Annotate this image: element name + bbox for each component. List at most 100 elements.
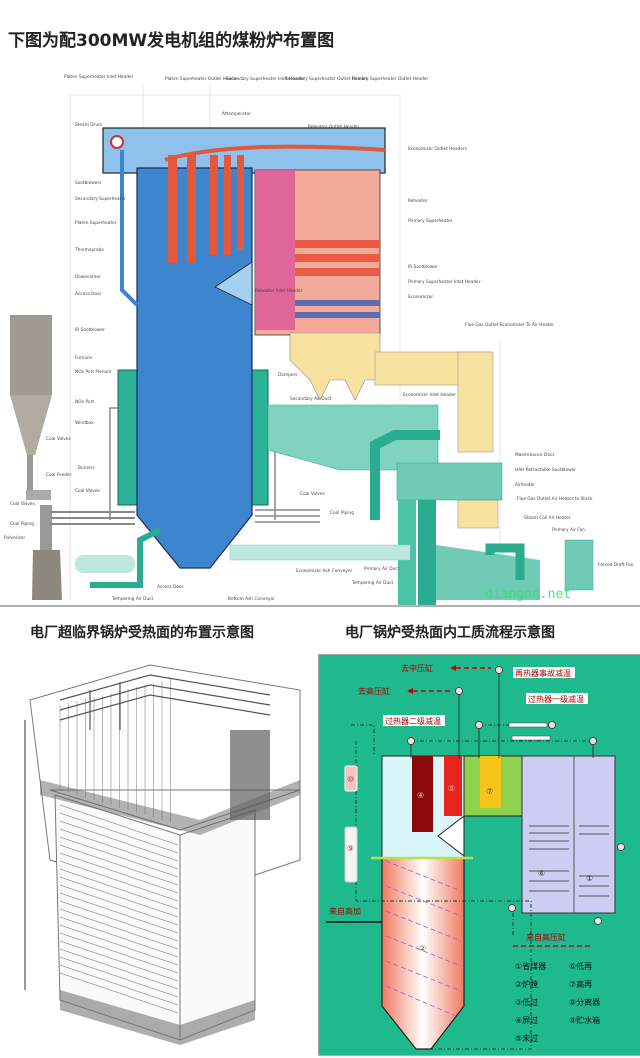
label: NOx Port Plenum [75,369,111,375]
marker-1: ① [586,874,593,883]
label: Primary Air Duct [364,566,400,572]
label: Coal Valves [75,488,100,494]
label: Flue Gas Outlet Air Heater to Stack [517,496,593,502]
legend-item: ⑦高再 [569,979,592,989]
spiral-tube [59,956,179,998]
label: Coal Valves [10,501,35,507]
label: Coal Valves [46,436,71,442]
spiral-tube [59,868,179,910]
legend-item: ⑥低再 [569,961,592,971]
label-to-hp-cylinder: 去高压缸 [358,686,390,696]
spiral-tube [59,972,179,1014]
label: Coal Piping [10,521,34,527]
label: Windbox [75,420,94,426]
lower-furnace [381,857,465,1050]
label: Economizer [408,294,433,300]
label: Secondary Superheater Inlet Header [226,76,305,82]
label: Coal Valves [300,491,325,497]
label: Reheater Inlet Header [255,288,303,294]
label: NOx Port [75,399,94,405]
platen-superheater [412,756,433,832]
label: Tempering Air Duct [351,580,394,586]
marker-6: ⑥ [538,869,545,878]
high-temp-reheater [480,756,501,808]
reheater-banks [295,240,380,276]
economizer-hopper [289,332,381,401]
label: Steam Drum [75,122,102,128]
marker-5: ⑤ [448,784,455,793]
label: Bottom Ash Conveyor [228,596,275,602]
spiral-tube [59,860,179,902]
furnace [136,167,253,569]
legend-item: ⑤末过 [515,1033,538,1043]
label: Coal Piping [330,510,354,516]
label: Reheater [408,198,428,204]
spiral-tube [59,812,179,854]
label: Sootblowers [75,180,102,186]
label-sh-stage2: 过热器二级减温 [385,716,441,726]
marker-4: ④ [417,791,424,800]
subtitle-right: 电厂锅炉受热面内工质流程示意图 [345,625,555,641]
spiral-tube [59,908,179,950]
spiral-tube [59,836,179,878]
legend: ①省煤器 ②炉膛 ③低过 ④屏过 ⑤末过 ⑥低再 ⑦高再 ⑧分离器 ⑨贮水箱 [515,961,600,1043]
label: Primary Superheater Inlet Header [408,279,481,285]
platen-superheater-tubes [164,144,386,263]
label: Platen Superheater Inlet Header [64,74,134,80]
component-9 [344,826,358,883]
final-superheater [444,756,462,816]
spiral-tube [59,884,179,926]
label: Reheater Outlet Header [308,124,359,130]
label: Airheater [515,482,535,488]
label-reheater-emergency: 再热器事故减温 [515,668,571,678]
spiral-tube [59,828,179,870]
label: Primary Superheater [408,218,453,224]
watermark: diangon.net [485,587,571,602]
label: Primary Superheater Outlet Header [352,76,429,82]
label: Dampers [278,372,298,378]
furnace-nose [214,261,253,306]
label-from-hp-cylinder: 来自高压缸 [526,932,566,942]
legend-item: ⑨贮水箱 [569,1015,600,1025]
label: Tempering Air Duct [111,596,154,602]
spiral-tube [59,852,179,894]
page-title: 下图为配300MW发电机组的煤粉炉布置图 [8,31,335,51]
label: Platen Superheater [75,220,117,226]
wall-tubes [59,679,179,1014]
spiral-tube [59,844,179,886]
label: Steam Coil Air Heater [524,515,571,521]
spiral-tube [59,804,179,846]
subtitle-left: 电厂超临界锅炉受热面的布置示意图 [30,625,254,641]
ring-header [40,780,300,835]
legend-item: ①省煤器 [515,961,546,971]
label: Secondary Superheater [75,196,126,202]
secondary-air-duct [267,404,439,471]
spiral-tube [59,940,179,982]
label: Thermoprobe [74,247,104,253]
spiral-water-wall [385,860,462,1017]
marker-9: ⑨ [347,844,354,853]
spiral-tube [59,924,179,966]
component-10 [344,765,358,792]
label: Access Door [157,584,184,590]
air-heater [396,462,503,501]
label: Furnace [75,355,92,361]
marker-2: ② [419,944,426,953]
spiral-tube [59,820,179,862]
marker-10: ⑩ [347,775,354,784]
label: Flue Gas Outlet Economizer To Air Heater [465,322,554,328]
boiler-layout-diagram: Platen Superheater Inlet Header Platen S… [0,74,640,607]
label: Economizer Inlet Header [403,392,456,398]
marker-7: ⑦ [486,787,493,796]
furnace-nose [437,814,465,858]
label-to-ip-cylinder: 去中压缸 [401,663,433,673]
grid-lines [69,85,501,600]
label: Coal Feeder [46,472,72,478]
legend-item: ④屏过 [515,1015,538,1025]
connection-nodes [407,666,625,925]
label: HAH Retractable Sootblower [515,467,576,473]
label: Secondary Air Duct [290,396,332,402]
label: Attemperator [222,111,251,117]
working-fluid-flow-diagram: 去中压缸 去高压缸 再热器事故减温 过热器一级减温 过热器二级减温 来自高加 来… [318,654,640,1056]
legend-item: ②炉膛 [515,979,538,989]
